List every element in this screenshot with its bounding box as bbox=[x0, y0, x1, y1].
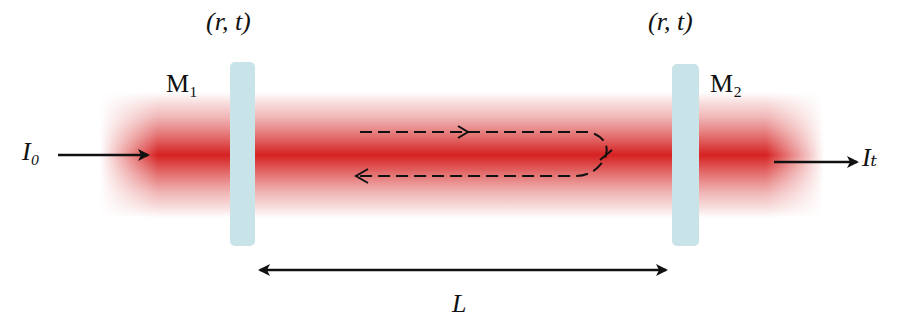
output-arrow bbox=[774, 161, 857, 164]
mirror-label: M₁ bbox=[166, 70, 198, 99]
input-intensity: I₀ bbox=[22, 138, 40, 167]
length-dimension bbox=[260, 269, 666, 272]
mirror-parameters: (r, t) bbox=[206, 8, 251, 37]
length-label: L bbox=[452, 290, 466, 319]
mirror-m2 bbox=[672, 64, 699, 246]
transmitted-intensity: Iₜ bbox=[862, 144, 877, 173]
input-arrow bbox=[58, 154, 148, 157]
mirror-parameters: (r, t) bbox=[648, 8, 693, 37]
laser-beam bbox=[100, 92, 824, 218]
mirror-m1 bbox=[230, 62, 255, 246]
mirror-label: M₂ bbox=[710, 70, 742, 99]
round-trip-path bbox=[356, 126, 612, 183]
